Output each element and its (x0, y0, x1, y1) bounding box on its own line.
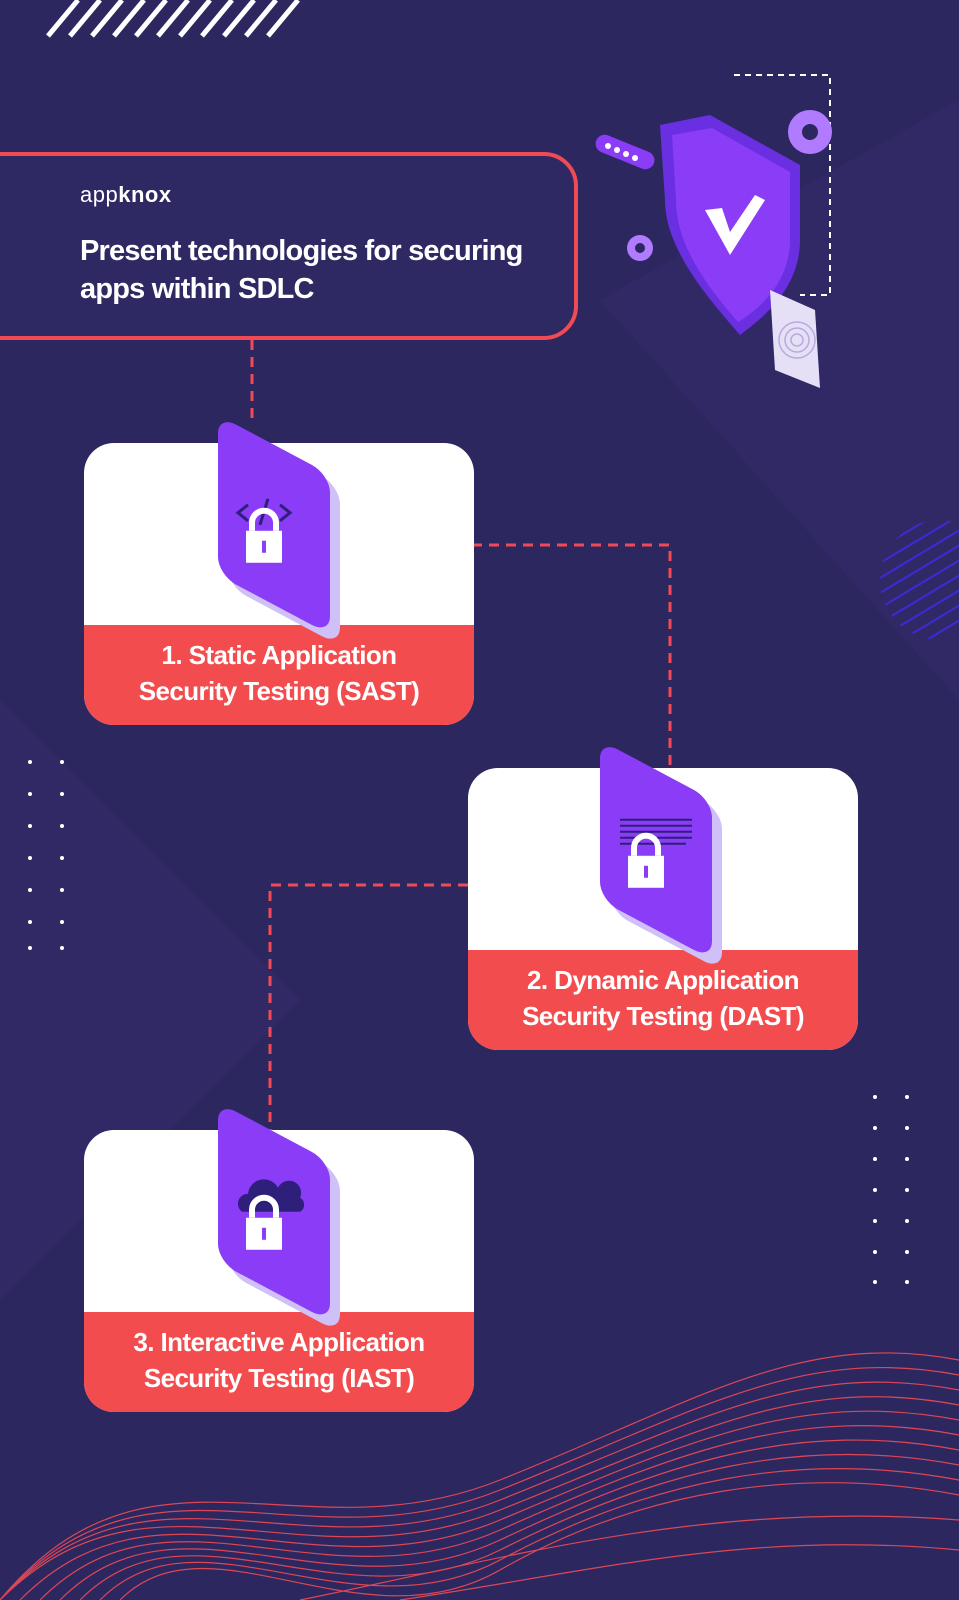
code-lock-icon (218, 415, 340, 646)
step-label-band: 2. Dynamic Application Security Testing … (468, 950, 858, 1050)
logo-text-light: app (80, 182, 119, 207)
step-title-line1: 1. Static Application (161, 640, 398, 670)
step-title-line2: Security Testing (DAST) (522, 1001, 804, 1031)
step-label-band: 3. Interactive Application Security Test… (84, 1312, 474, 1412)
logo-text-bold: knox (118, 182, 172, 207)
step-title-line1: 2. Dynamic Application (527, 965, 800, 995)
wave-decoration (0, 1352, 959, 1600)
step-label-band: 1. Static Application Security Testing (… (84, 625, 474, 725)
stripes-decoration (46, 0, 300, 38)
security-illustration (595, 74, 832, 388)
connector-lines (250, 340, 672, 1130)
step-title-line1: 3. Interactive Application (133, 1327, 425, 1357)
step-title-line2: Security Testing (IAST) (143, 1363, 415, 1393)
cloud-lock-icon (218, 1102, 340, 1333)
step-title-line2: Security Testing (SAST) (138, 676, 420, 706)
striped-circle-decoration (880, 520, 959, 640)
document-lock-icon (600, 740, 722, 971)
page-title: Present technologies for securing apps w… (80, 235, 523, 305)
appknox-logo: appknox (80, 182, 172, 208)
header-box (0, 152, 578, 340)
